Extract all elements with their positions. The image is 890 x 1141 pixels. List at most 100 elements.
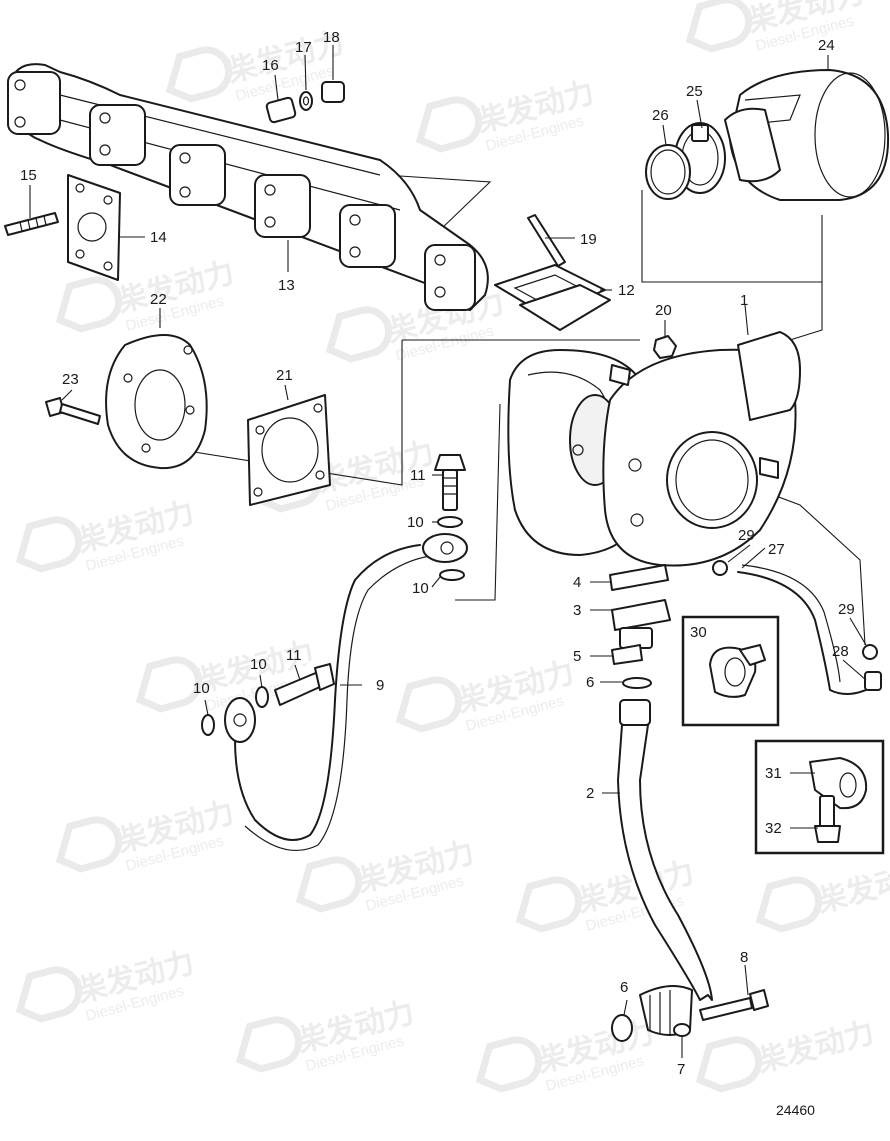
label-part-27: 27 (768, 541, 785, 558)
label-part-1: 1 (740, 292, 748, 309)
compressor-inlet (666, 431, 758, 529)
label-part-23: 23 (62, 371, 79, 388)
bolt-8 (699, 989, 769, 1021)
washer-10 (201, 714, 215, 736)
label-part-10: 10 (250, 656, 267, 673)
pipe-fitting (639, 985, 693, 1036)
manifold-flange (339, 204, 396, 268)
leader-lines (29, 45, 867, 1058)
stud-19 (527, 214, 566, 267)
label-part-28: 28 (832, 643, 849, 660)
exhaust-manifold (7, 63, 489, 311)
label-part-29: 29 (838, 601, 855, 618)
label-part-6: 6 (620, 979, 628, 996)
stud-15 (4, 212, 59, 236)
clip-7 (673, 1023, 691, 1037)
watermark: 柴发动力 Diesel-Engines (415, 75, 598, 155)
inset-box-31-32 (754, 739, 885, 855)
bolt-23 (45, 397, 101, 425)
label-part-10: 10 (193, 680, 210, 697)
label-part-8: 8 (740, 949, 748, 966)
gasket-4 (609, 564, 669, 591)
label-part-2: 2 (586, 785, 594, 802)
label-part-3: 3 (573, 602, 581, 619)
washer-17 (299, 91, 313, 111)
watermark: 柴发动力 Diesel-Engines (475, 1015, 658, 1095)
washer-10 (437, 516, 463, 528)
banjo-fitting (422, 533, 468, 563)
o-ring-6 (622, 677, 652, 689)
label-part-17: 17 (295, 39, 312, 56)
watermark: 柴发动力 (755, 855, 890, 933)
manifold-flange (7, 71, 61, 135)
label-part-10: 10 (412, 580, 429, 597)
label-part-10: 10 (407, 514, 424, 531)
manifold-flange (89, 104, 146, 166)
manifold-flange (254, 174, 311, 238)
gasket-12 (494, 264, 611, 331)
svg-text:柴发动力: 柴发动力 (753, 1015, 878, 1080)
gasket-14 (67, 174, 121, 281)
flange-22 (105, 334, 208, 470)
banjo-bolt-11 (274, 663, 335, 706)
watermark: 柴发动力 Diesel-Engines (15, 945, 198, 1025)
label-part-14: 14 (150, 229, 167, 246)
label-part-19: 19 (580, 231, 597, 248)
watermark: 柴发动力 (695, 1015, 878, 1093)
connector-28 (864, 671, 882, 691)
svg-text:柴发动力: 柴发动力 (813, 855, 890, 920)
label-part-29: 29 (738, 527, 755, 544)
oil-return-flange-3 (611, 599, 671, 649)
label-part-15: 15 (20, 167, 37, 184)
oil-pipe-9 (224, 533, 468, 852)
watermark: 柴发动力 Diesel-Engines (55, 795, 238, 875)
nut-20 (653, 335, 677, 359)
nut-18 (321, 81, 345, 103)
o-ring-6 (611, 1014, 633, 1042)
manifold-flange (169, 144, 226, 206)
clamp-29 (712, 560, 728, 576)
label-part-26: 26 (652, 107, 669, 124)
watermark: 柴发动力 Diesel-Engines (685, 0, 868, 55)
washer-10 (255, 686, 269, 708)
clamp-29 (862, 644, 878, 660)
label-part-7: 7 (677, 1061, 685, 1078)
label-part-11: 11 (286, 647, 302, 664)
washer-10 (439, 569, 465, 581)
banjo-fitting (224, 697, 256, 743)
label-part-16: 16 (262, 57, 279, 74)
compressor-outlet (737, 331, 801, 421)
part-labels: 1 2 3 4 5 6 6 7 8 9 10 10 10 10 11 11 12… (20, 29, 855, 1118)
watermark: 柴发动力 Diesel-Engines (395, 655, 578, 735)
oil-return-pipe-2 (617, 699, 713, 1001)
label-part-4: 4 (573, 574, 581, 591)
sleeve-16 (265, 96, 297, 124)
watermark: 柴发动力 Diesel-Engines (235, 995, 418, 1075)
bolt-5 (611, 644, 643, 665)
label-part-9: 9 (376, 677, 384, 694)
o-ring-26 (645, 144, 691, 200)
label-part-32: 32 (765, 820, 782, 837)
label-part-12: 12 (618, 282, 635, 299)
label-part-18: 18 (323, 29, 340, 46)
drawing-number: 24460 (776, 1102, 815, 1118)
label-part-20: 20 (655, 302, 672, 319)
manifold-flange (424, 244, 476, 311)
watermark: 柴发动力 Diesel-Engines (15, 495, 198, 575)
gasket-21 (247, 394, 331, 506)
inset-box-30 (681, 615, 780, 727)
label-part-21: 21 (276, 367, 293, 384)
banjo-bolt-11 (434, 454, 466, 511)
hose-24 (724, 69, 890, 201)
label-part-11: 11 (410, 467, 426, 484)
label-part-22: 22 (150, 291, 167, 308)
label-part-31: 31 (765, 765, 782, 782)
label-part-6: 6 (586, 674, 594, 691)
label-part-25: 25 (686, 83, 703, 100)
label-part-30: 30 (690, 624, 707, 641)
label-part-24: 24 (818, 37, 835, 54)
vent-hose-27 (737, 564, 881, 695)
turbocharger (507, 331, 801, 567)
